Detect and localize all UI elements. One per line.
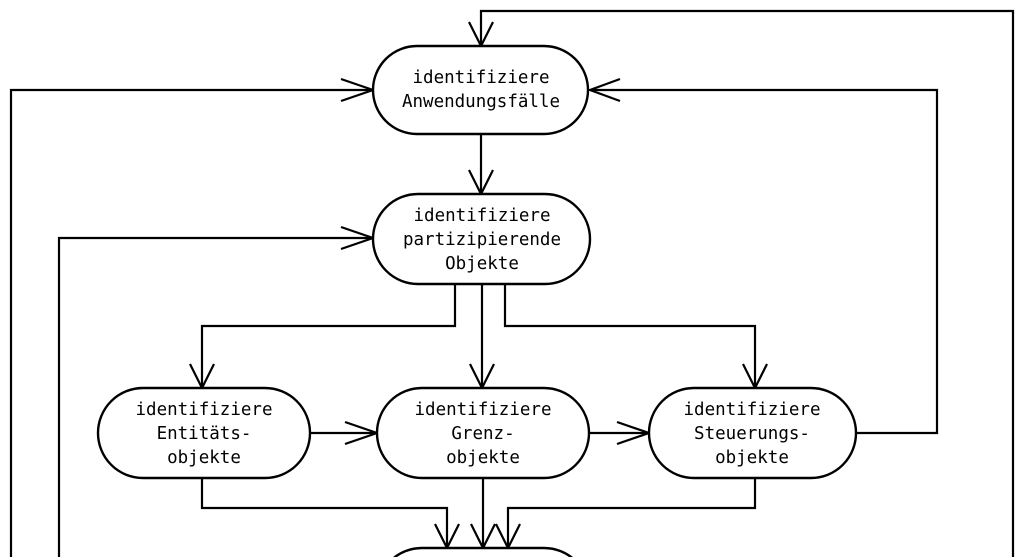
node-entitaets-objekte-line-1: Entitäts- — [157, 424, 252, 444]
node-anwendungsfaelle-shape[interactable] — [371, 44, 590, 136]
node-bottom-cropped[interactable] — [377, 546, 589, 557]
node-anwendungsfaelle-line-0: identifiziere — [413, 68, 550, 88]
node-grenz-objekte[interactable]: identifiziere Grenz- objekte — [375, 386, 591, 480]
node-steuerungs-objekte-shape[interactable] — [647, 386, 858, 480]
node-partizipierende-objekte-line-2: Objekte — [445, 254, 519, 274]
node-grenz-objekte-line-2: objekte — [446, 448, 520, 468]
node-grenz-objekte-line-1: Grenz- — [451, 424, 514, 444]
edge-entitaets-to-bottom — [200, 478, 449, 546]
edge-outer-left-loop-2 — [57, 236, 371, 557]
edge-outer-right-loop — [479, 9, 1015, 557]
node-steuerungs-objekte[interactable]: identifiziere Steuerungs- objekte — [647, 386, 858, 480]
node-partizipierende-objekte[interactable]: identifiziere partizipierende Objekte — [371, 192, 592, 286]
edge-outer-left-loop — [9, 88, 371, 557]
arrow-node1-right — [586, 77, 621, 103]
node-anwendungsfaelle[interactable]: identifiziere Anwendungsfälle — [371, 44, 590, 136]
node-steuerungs-objekte-line-1: Steuerungs- — [694, 424, 810, 444]
edge-steuerungs-to-node1 — [592, 88, 939, 435]
edge-layer — [9, 9, 1015, 557]
node-steuerungs-objekte-line-0: identifiziere — [684, 400, 821, 420]
edge-node2-to-steuerungs — [503, 284, 757, 386]
node-entitaets-objekte-line-2: objekte — [167, 448, 241, 468]
node-grenz-objekte-shape[interactable] — [375, 386, 591, 480]
node-partizipierende-objekte-line-0: identifiziere — [414, 206, 551, 226]
edge-steuerungs-to-bottom — [506, 478, 757, 546]
node-partizipierende-objekte-line-1: partizipierende — [403, 230, 561, 250]
node-entitaets-objekte[interactable]: identifiziere Entitäts- objekte — [96, 386, 312, 480]
node-bottom-cropped-shape[interactable] — [377, 546, 589, 557]
node-anwendungsfaelle-line-1: Anwendungsfälle — [402, 92, 560, 112]
edge-node2-to-entitaets — [200, 284, 457, 386]
node-grenz-objekte-line-0: identifiziere — [415, 400, 552, 420]
node-steuerungs-objekte-line-2: objekte — [715, 448, 789, 468]
node-entitaets-objekte-line-0: identifiziere — [136, 400, 273, 420]
node-entitaets-objekte-shape[interactable] — [96, 386, 312, 480]
node-partizipierende-objekte-shape[interactable] — [371, 192, 592, 286]
node-layer: identifiziere Anwendungsfälle identifizi… — [96, 44, 858, 557]
